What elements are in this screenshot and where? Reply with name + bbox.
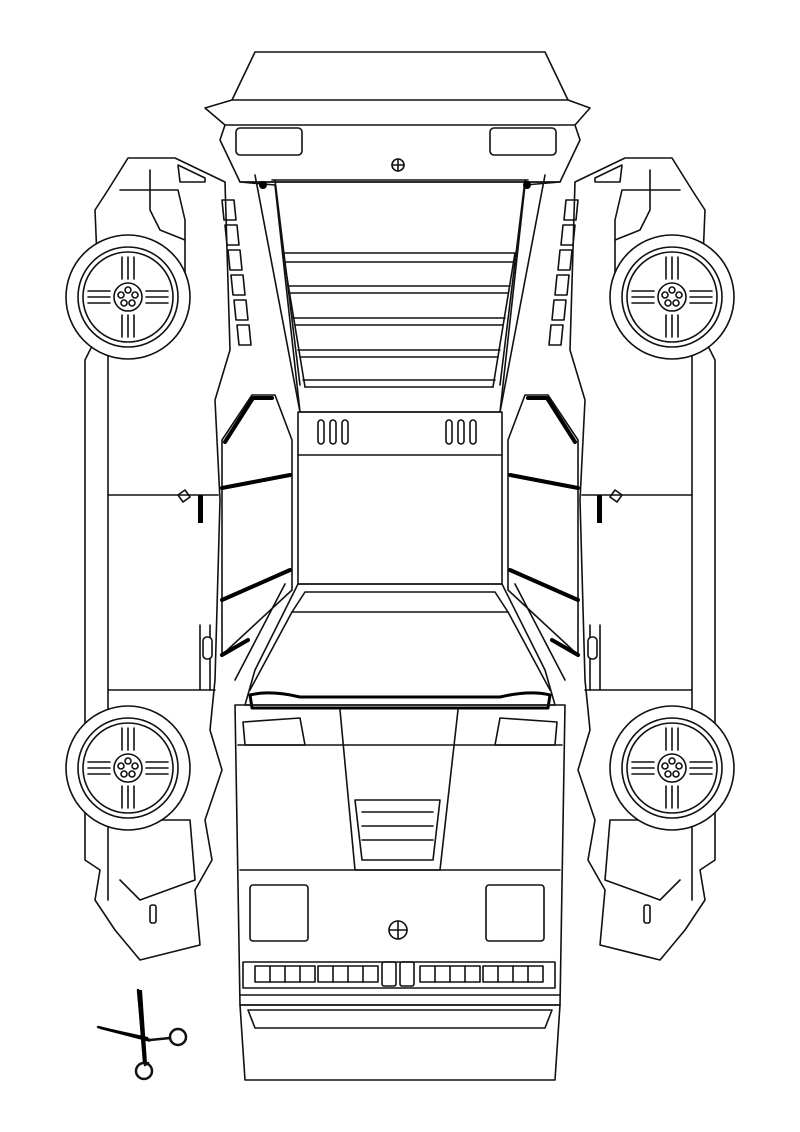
wheel-icon xyxy=(65,234,191,360)
wheel-icon xyxy=(65,705,191,831)
front-bumper-flap xyxy=(239,994,561,1081)
scissors-icon xyxy=(96,988,188,1081)
rear-deck-panel xyxy=(221,174,579,413)
engine-louvers xyxy=(282,252,516,388)
roof-vents xyxy=(317,419,477,445)
side-windows xyxy=(220,394,580,657)
left-side-panel xyxy=(84,157,231,961)
emblem-icon xyxy=(388,920,408,940)
hood-vent xyxy=(354,799,441,861)
roof-panel xyxy=(297,411,503,585)
wheel-icon xyxy=(609,234,735,360)
windshield-panel xyxy=(234,583,566,710)
rear-flap xyxy=(204,51,591,183)
wheel-icon xyxy=(609,705,735,831)
emblem-icon xyxy=(391,158,405,172)
front-grille xyxy=(242,961,556,989)
front-hood-panel xyxy=(234,704,566,1006)
side-vents-right xyxy=(548,199,579,346)
